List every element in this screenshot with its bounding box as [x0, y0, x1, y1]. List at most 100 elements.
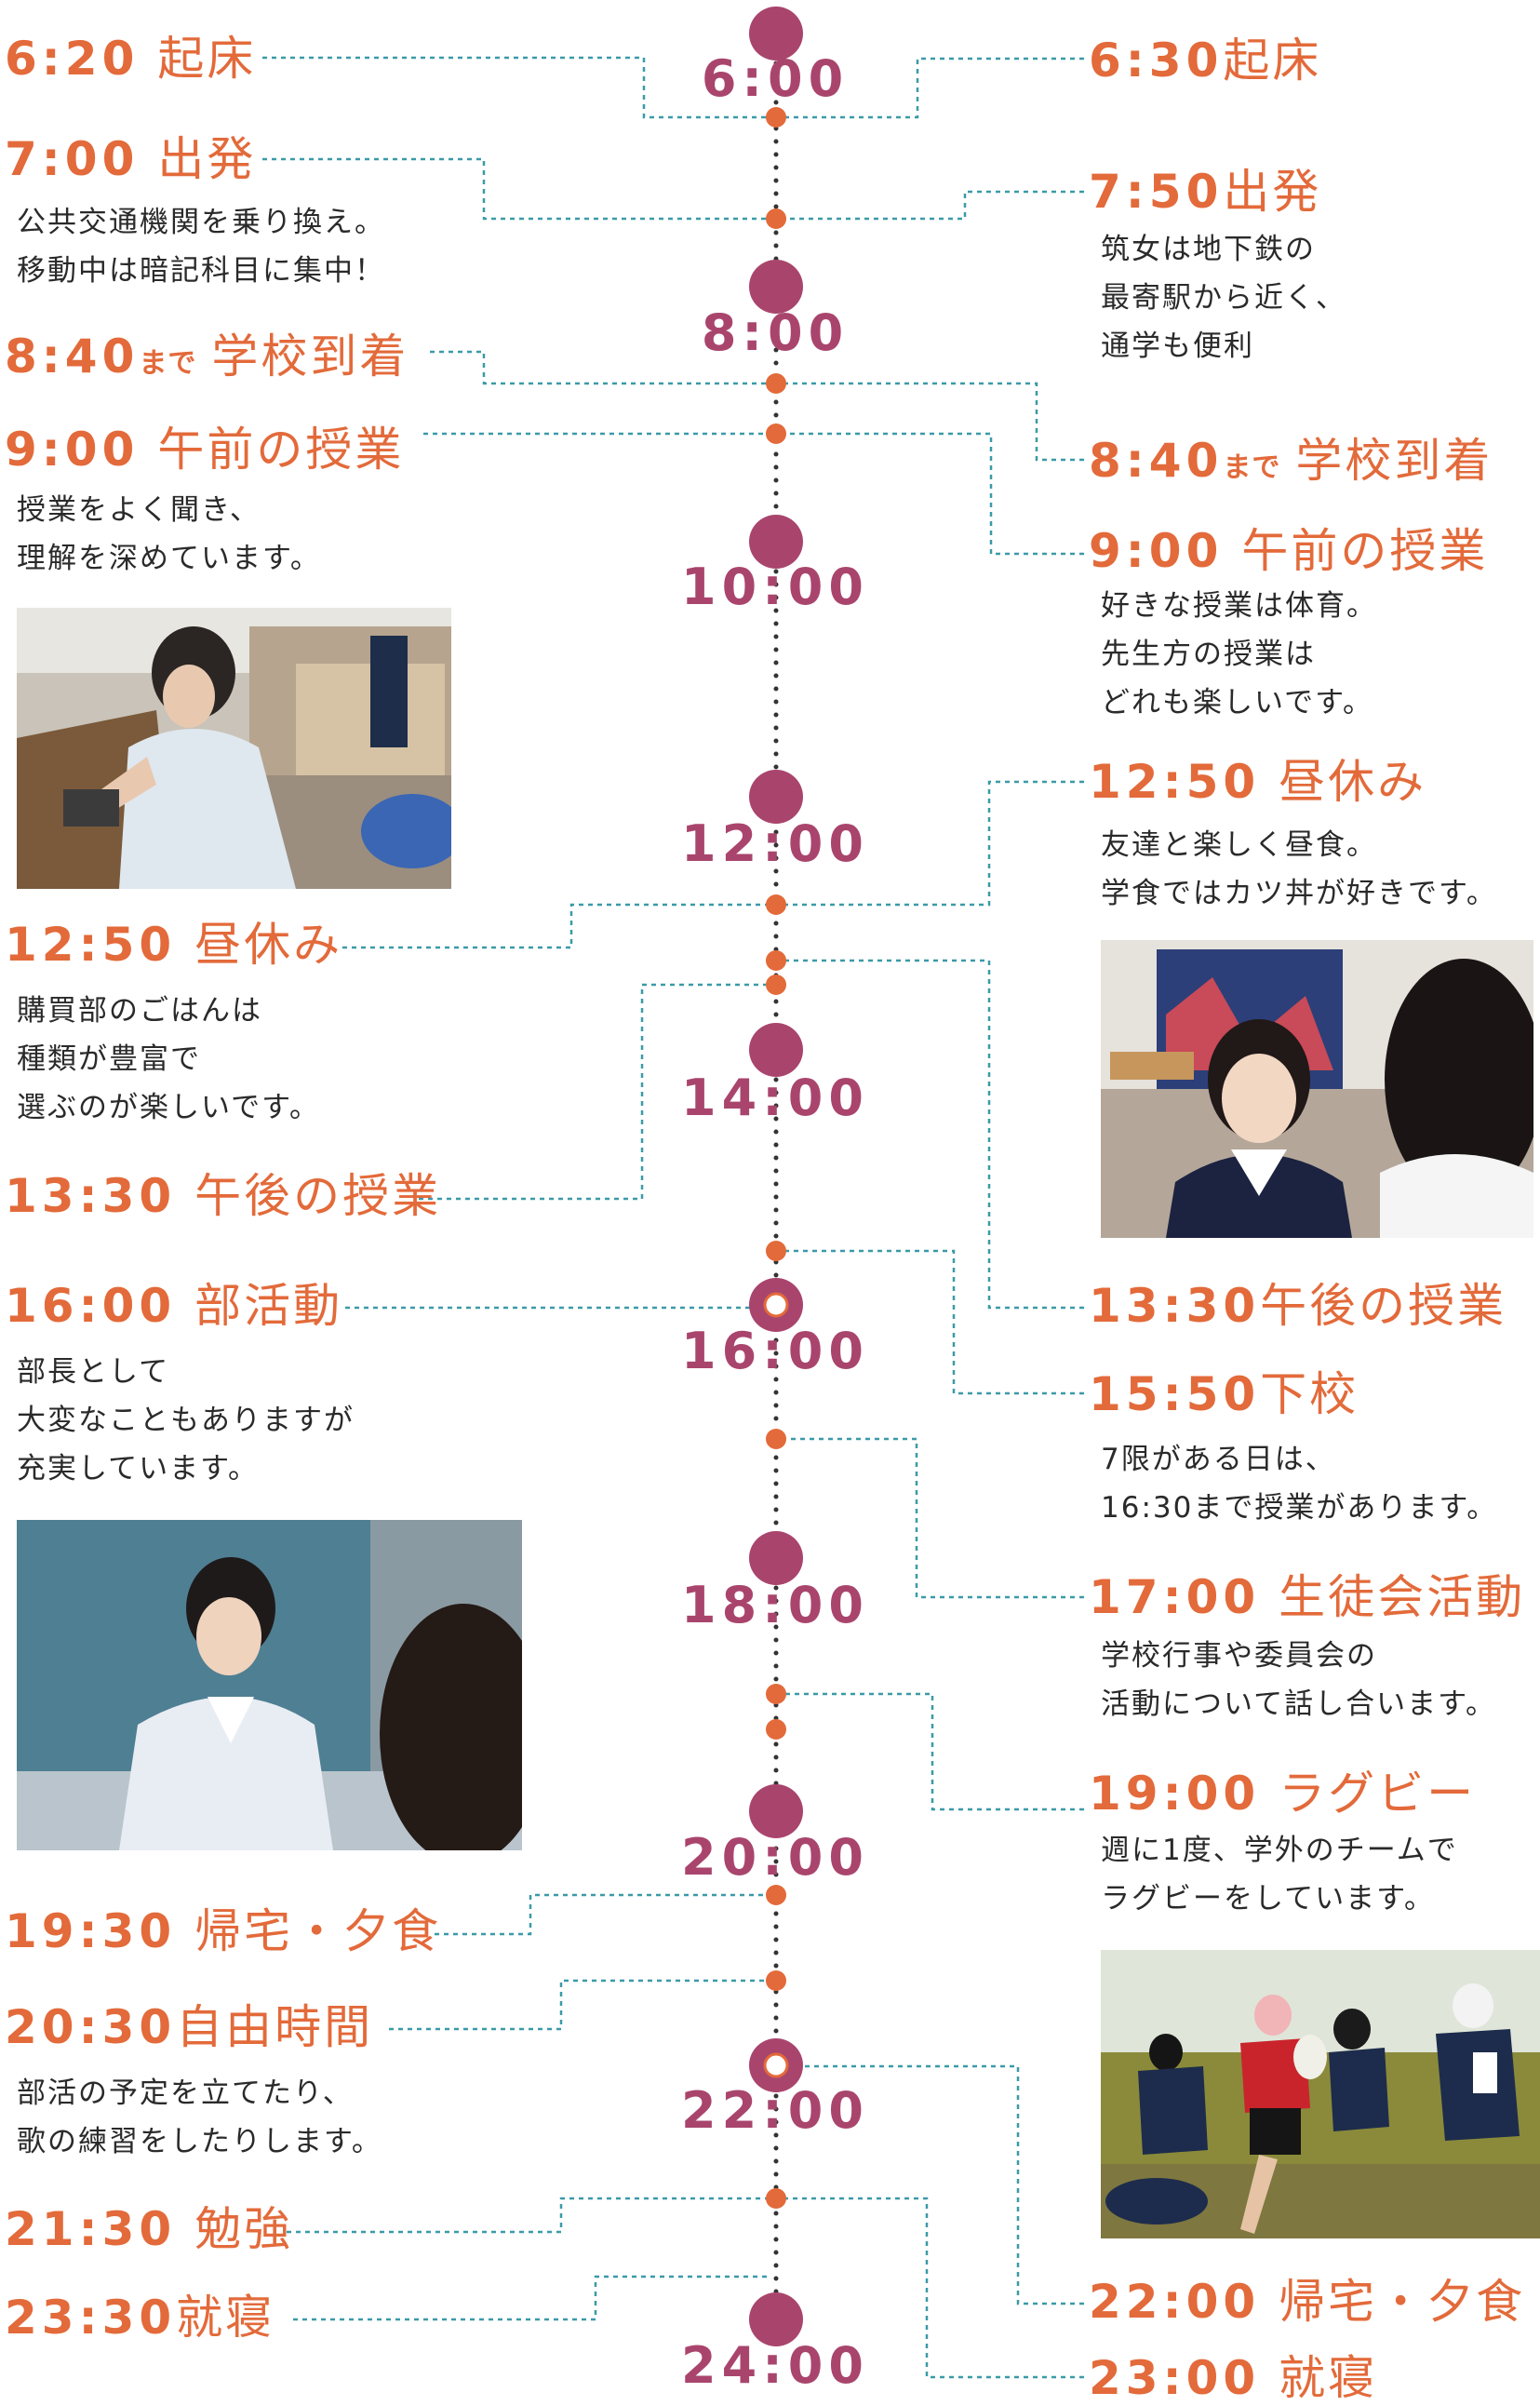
event-dot [766, 107, 786, 128]
hour-circle [749, 260, 803, 314]
connector-line [342, 903, 769, 949]
activity: 午後の授業 [1260, 1279, 1507, 1333]
activity: 午後の授業 [194, 1169, 442, 1223]
connector-line [783, 780, 1084, 907]
right-rugby-label: 19:00 ラグビー [1089, 1766, 1476, 1821]
hour-circle [749, 1531, 803, 1585]
activity: 就寝 [176, 2291, 275, 2345]
event-dot [766, 1429, 786, 1449]
event-dot [766, 423, 786, 444]
connector-line [287, 2197, 769, 2234]
connector-line [435, 1893, 769, 1936]
time: 23:00 [1089, 2351, 1261, 2405]
time: 21:30 [5, 2202, 177, 2256]
time: 22:00 [1089, 2275, 1261, 2329]
time: 17:00 [1089, 1570, 1261, 1624]
time: 8:40 [5, 329, 140, 383]
right-rugby-desc: 週に1度、学外のチームで ラグビーをしています。 [1101, 1834, 1458, 1915]
event-dot [766, 950, 786, 971]
activity: 出発 [1223, 165, 1322, 219]
left-arrive-label: 8:40まで学校到着 [5, 329, 408, 392]
hour-circle [749, 515, 803, 569]
time: 9:00 [5, 423, 140, 477]
time: 20:30 [5, 2000, 177, 2054]
left-morning-desc: 授業をよく聞き、 理解を深めています。 [17, 493, 321, 575]
connector-line [783, 1437, 1084, 1599]
activity: 下校 [1260, 1367, 1359, 1421]
time: 19:00 [1089, 1767, 1261, 1821]
connector-line [783, 2197, 1084, 2379]
left-depart-label: 7:00 出発 [5, 131, 256, 187]
activity: 昼休み [194, 918, 343, 972]
hour-label: 24:00 [681, 2336, 869, 2395]
hour-label: 20:00 [681, 1828, 869, 1887]
hour-circle-marker [763, 2052, 789, 2078]
connector-line [783, 382, 1084, 462]
hour-circle [749, 1023, 803, 1077]
activity: 自由時間 [176, 2000, 374, 2054]
left-afternoon-label: 13:30 午後の授業 [5, 1168, 441, 1224]
connector-line [783, 57, 1084, 119]
right-wake-label: 6:30起床 [1089, 33, 1321, 88]
connector-line [783, 2064, 1084, 2305]
event-dot [766, 1719, 786, 1740]
right-afternoon-label: 13:30午後の授業 [1089, 1278, 1507, 1334]
time: 15:50 [1089, 1367, 1261, 1421]
time: 16:00 [5, 1279, 177, 1333]
time: 19:30 [5, 1904, 177, 1958]
activity: 出発 [157, 132, 257, 186]
left-sleep-label: 23:30就寝 [5, 2290, 275, 2346]
left-study-label: 21:30 勉強 [5, 2201, 293, 2257]
connector-line [783, 190, 1084, 221]
classroom-photo [17, 608, 451, 889]
activity: 部活動 [194, 1279, 343, 1333]
hour-label: 12:00 [681, 814, 869, 873]
hour-label: 6:00 [701, 49, 850, 108]
right-arrive-label: 8:40まで学校到着 [1089, 433, 1493, 496]
time: 13:30 [5, 1169, 177, 1223]
activity: ラグビー [1279, 1767, 1477, 1821]
hour-label: 8:00 [701, 303, 850, 362]
connector-line [430, 350, 769, 385]
activity: 昼休み [1279, 755, 1427, 809]
right-morning-desc: 好きな授業は体育。 先生方の授業は どれも楽しいです。 [1101, 589, 1377, 719]
time: 7:50 [1089, 165, 1224, 219]
connector-line [262, 157, 769, 221]
connector-line [783, 1692, 1084, 1811]
time: 7:00 [5, 132, 140, 186]
time: 6:30 [1089, 34, 1224, 87]
connector-line [783, 959, 1084, 1310]
left-free-desc: 部活の予定を立てたり、 歌の練習をしたりします。 [17, 2077, 382, 2158]
time: 12:50 [5, 918, 177, 972]
right-council-desc: 学校行事や委員会の 活動について話し合います。 [1101, 1639, 1496, 1721]
until: まで [139, 347, 197, 380]
left-lunch-desc: 購買部のごはんは 種類が豊富で 選ぶのが楽しいです。 [17, 994, 320, 1124]
right-depart-label: 7:50出発 [1089, 164, 1321, 220]
time: 6:20 [5, 32, 140, 86]
event-dot [766, 2188, 786, 2209]
event-dot [766, 1241, 786, 1261]
event-dot [766, 1885, 786, 1905]
connector-line [389, 1979, 769, 2031]
right-leave-label: 15:50下校 [1089, 1366, 1359, 1422]
hour-circle [749, 7, 803, 60]
event-dot [766, 373, 786, 394]
activity: 午前の授業 [157, 423, 405, 477]
hour-circle [749, 1784, 803, 1838]
activity: 起床 [1223, 34, 1322, 87]
activity: 帰宅・夕食 [194, 1904, 442, 1958]
until: まで [1223, 451, 1281, 484]
activity: 勉強 [194, 2202, 294, 2256]
hour-label: 18:00 [681, 1576, 869, 1634]
time: 12:50 [1089, 755, 1261, 809]
time: 9:00 [1089, 524, 1224, 578]
connector-line [293, 2275, 769, 2321]
left-depart-desc: 公共交通機関を乗り換え。 移動中は暗記科目に集中！ [17, 206, 385, 288]
time: 13:30 [1089, 1279, 1261, 1333]
